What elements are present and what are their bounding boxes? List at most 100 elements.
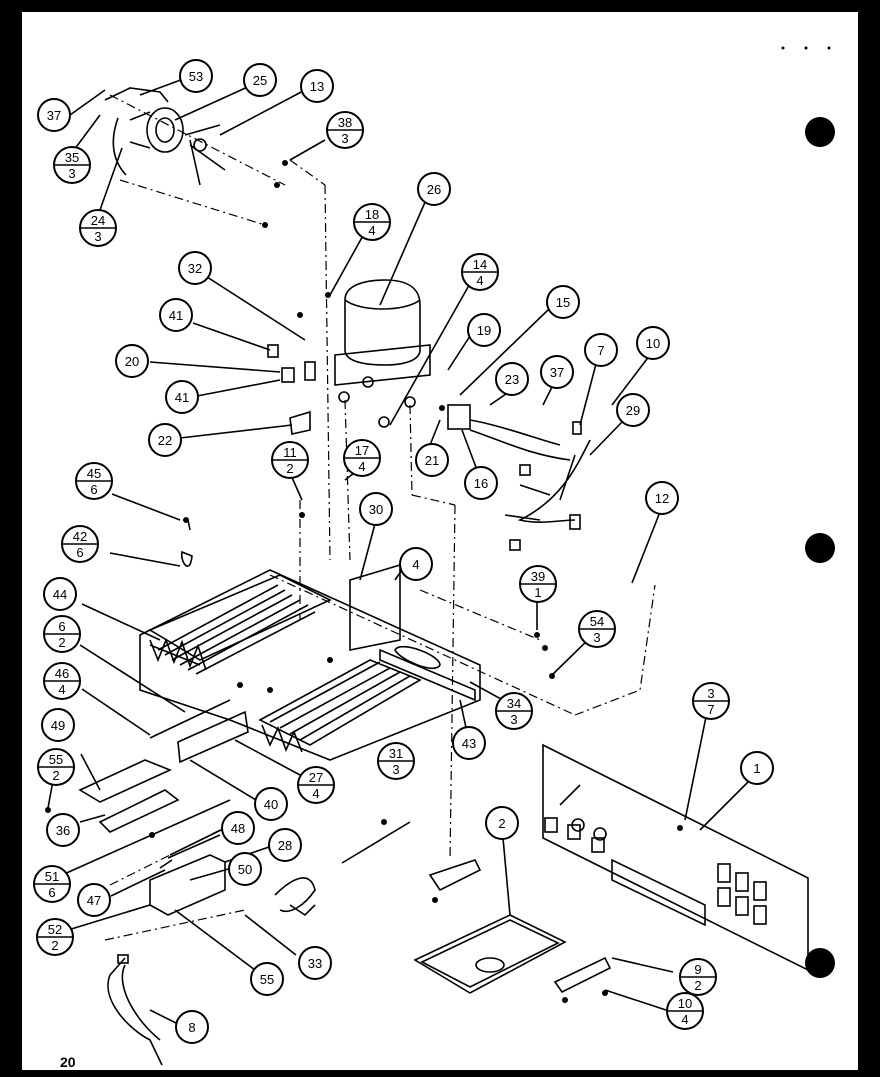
callout-35: 335 — [53, 146, 91, 184]
callout-22: 22 — [148, 423, 182, 457]
callout-27: 427 — [297, 766, 335, 804]
callout-number: 25 — [253, 73, 267, 88]
callout-number: 18 — [365, 207, 379, 222]
callout-circle — [417, 172, 451, 206]
callout-number: 42 — [73, 529, 87, 544]
callout-10: 10 — [636, 326, 670, 360]
callout-quantity: 2 — [58, 635, 65, 650]
callout-36: 36 — [46, 813, 80, 847]
callout-number: 33 — [308, 956, 322, 971]
callout-9: 29 — [679, 958, 717, 996]
callout-number: 49 — [51, 718, 65, 733]
callout-44: 44 — [43, 577, 77, 611]
callout-53: 53 — [179, 59, 213, 93]
callout-circle — [159, 298, 193, 332]
callout-circle — [359, 492, 393, 526]
callout-circle — [243, 63, 277, 97]
callout-number: 11 — [283, 445, 297, 460]
callout-quantity: 6 — [48, 885, 55, 900]
callout-circle — [645, 481, 679, 515]
callout-number: 47 — [87, 893, 101, 908]
fastener-points — [45, 160, 683, 1003]
callout-number: 38 — [338, 115, 352, 130]
callout-number: 23 — [505, 372, 519, 387]
callout-32: 32 — [178, 251, 212, 285]
callout-23: 23 — [495, 362, 529, 396]
callout-55: 55 — [250, 962, 284, 996]
callout-circle — [179, 59, 213, 93]
callout-quantity: 3 — [341, 131, 348, 146]
callout-quantity: 3 — [94, 229, 101, 244]
callout-number: 34 — [507, 696, 521, 711]
callout-40: 40 — [254, 787, 288, 821]
callout-circle — [43, 577, 77, 611]
callout-number: 48 — [231, 821, 245, 836]
callout-30: 30 — [359, 492, 393, 526]
callout-41: 41 — [159, 298, 193, 332]
callout-circle — [485, 806, 519, 840]
callout-number: 22 — [158, 433, 172, 448]
callout-28: 28 — [268, 828, 302, 862]
callout-1: 1 — [740, 751, 774, 785]
callout-quantity: 4 — [681, 1012, 688, 1027]
callout-quantity: 2 — [286, 461, 293, 476]
callout-39: 139 — [519, 565, 557, 603]
callout-number: 29 — [626, 403, 640, 418]
callout-number: 16 — [474, 476, 488, 491]
callout-quantity: 4 — [58, 682, 65, 697]
callout-number: 52 — [48, 922, 62, 937]
callout-quantity: 3 — [68, 166, 75, 181]
callout-quantity: 4 — [476, 273, 483, 288]
callout-12: 12 — [645, 481, 679, 515]
callout-20: 20 — [115, 344, 149, 378]
callout-quantity: 2 — [694, 978, 701, 993]
callout-circle — [300, 69, 334, 103]
callout-46: 446 — [43, 662, 81, 700]
callout-number: 1 — [753, 761, 760, 776]
callout-quantity: 4 — [368, 223, 375, 238]
callout-number: 15 — [556, 295, 570, 310]
callout-circle — [399, 547, 433, 581]
callout-41: 41 — [165, 380, 199, 414]
callout-circle — [298, 946, 332, 980]
callout-26: 26 — [417, 172, 451, 206]
callout-number: 44 — [53, 587, 67, 602]
callout-number: 37 — [550, 365, 564, 380]
callout-quantity: 6 — [90, 482, 97, 497]
callout-circle — [415, 443, 449, 477]
callout-11: 211 — [271, 441, 309, 479]
callout-circle — [41, 708, 75, 742]
callout-54: 354 — [578, 610, 616, 648]
callout-quantity: 7 — [707, 702, 714, 717]
callout-7: 7 — [584, 333, 618, 367]
page-number: 20 — [60, 1054, 76, 1070]
callout-number: 17 — [355, 443, 369, 458]
callout-number: 32 — [188, 261, 202, 276]
callout-quantity: 2 — [51, 938, 58, 953]
binder-hole-middle — [805, 533, 835, 563]
callout-circle — [452, 726, 486, 760]
callout-24: 324 — [79, 209, 117, 247]
compressor — [334, 279, 456, 861]
callout-number: 20 — [125, 354, 139, 369]
callout-number: 27 — [309, 770, 323, 785]
callout-34: 334 — [495, 692, 533, 730]
callout-number: 51 — [45, 869, 59, 884]
callout-49: 49 — [41, 708, 75, 742]
callout-6: 26 — [43, 615, 81, 653]
drain-pan — [413, 859, 612, 994]
callout-number: 55 — [260, 972, 274, 987]
callout-number: 55 — [49, 752, 63, 767]
fan-motor-assembly — [104, 87, 331, 561]
callout-25: 25 — [243, 63, 277, 97]
callout-55: 255 — [37, 748, 75, 786]
callout-50: 50 — [228, 852, 262, 886]
callout-47: 47 — [77, 883, 111, 917]
callout-circle — [165, 380, 199, 414]
callout-number: 10 — [646, 336, 660, 351]
callout-51: 651 — [33, 865, 71, 903]
callout-circle — [464, 466, 498, 500]
callout-31: 331 — [377, 742, 415, 780]
